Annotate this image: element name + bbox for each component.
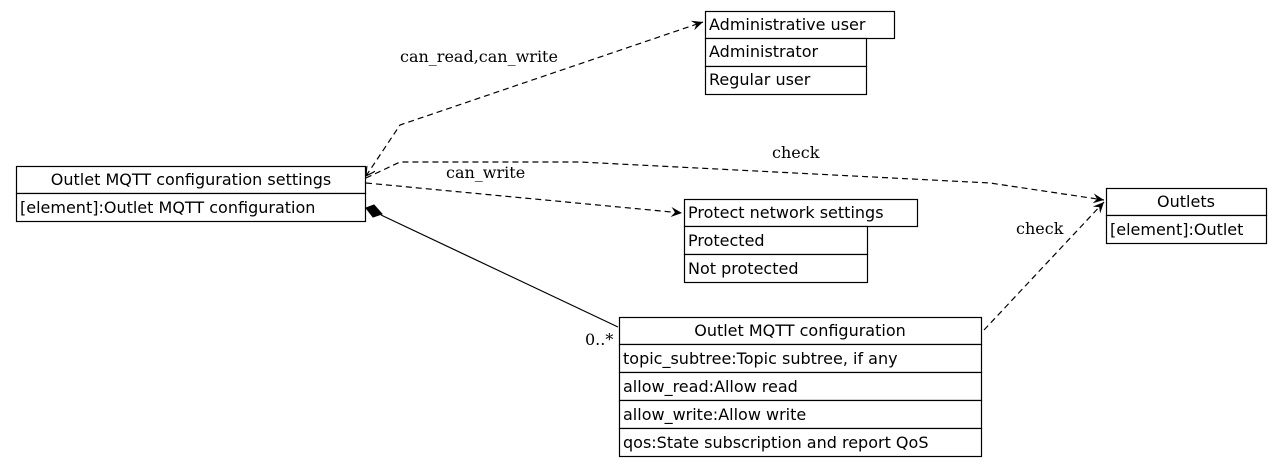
edge-label-can-write: can_write — [446, 163, 525, 182]
edge-label-can-read-can-write: can_read,can_write — [400, 47, 558, 66]
class-row: [element]:Outlet MQTT configuration — [20, 198, 315, 217]
class-outlet-mqtt-configuration: Outlet MQTT configuration topic_subtree:… — [618, 316, 983, 458]
class-row: Administrator — [709, 42, 818, 61]
class-row: allow_read:Allow read — [623, 377, 798, 397]
composition-edge — [380, 214, 619, 328]
class-title: Outlets — [1157, 192, 1215, 211]
class-row: Protected — [688, 231, 765, 250]
class-row: allow_write:Allow write — [623, 405, 806, 425]
class-row: Regular user — [709, 70, 811, 89]
edge-label-check-upper: check — [772, 143, 820, 162]
multiplicity-label: 0..* — [585, 330, 613, 349]
class-outlet-mqtt-configuration-settings: Outlet MQTT configuration settings [elem… — [15, 165, 367, 223]
edge-settings-to-outlets — [365, 161, 1105, 204]
class-title: Outlet MQTT configuration — [694, 321, 906, 340]
class-title: Protect network settings — [688, 203, 884, 222]
class-row: topic_subtree:Topic subtree, if any — [623, 349, 898, 369]
class-row: Not protected — [688, 259, 798, 278]
edge-settings-to-protect — [365, 182, 683, 217]
class-title: Administrative user — [709, 15, 866, 34]
class-outlets: Outlets [element]:Outlet — [1105, 187, 1268, 245]
edge-label-check-lower: check — [1016, 219, 1064, 238]
class-protect-network-settings: Protect network settings Protected Not p… — [683, 198, 919, 284]
class-row: [element]:Outlet — [1110, 220, 1243, 239]
class-administrative-user: Administrative user Administrator Regula… — [704, 10, 896, 96]
composition-diamond — [365, 204, 383, 218]
edge-settings-to-admin-user — [366, 22, 704, 176]
class-title: Outlet MQTT configuration settings — [51, 170, 331, 189]
class-row: qos:State subscription and report QoS — [623, 433, 928, 452]
